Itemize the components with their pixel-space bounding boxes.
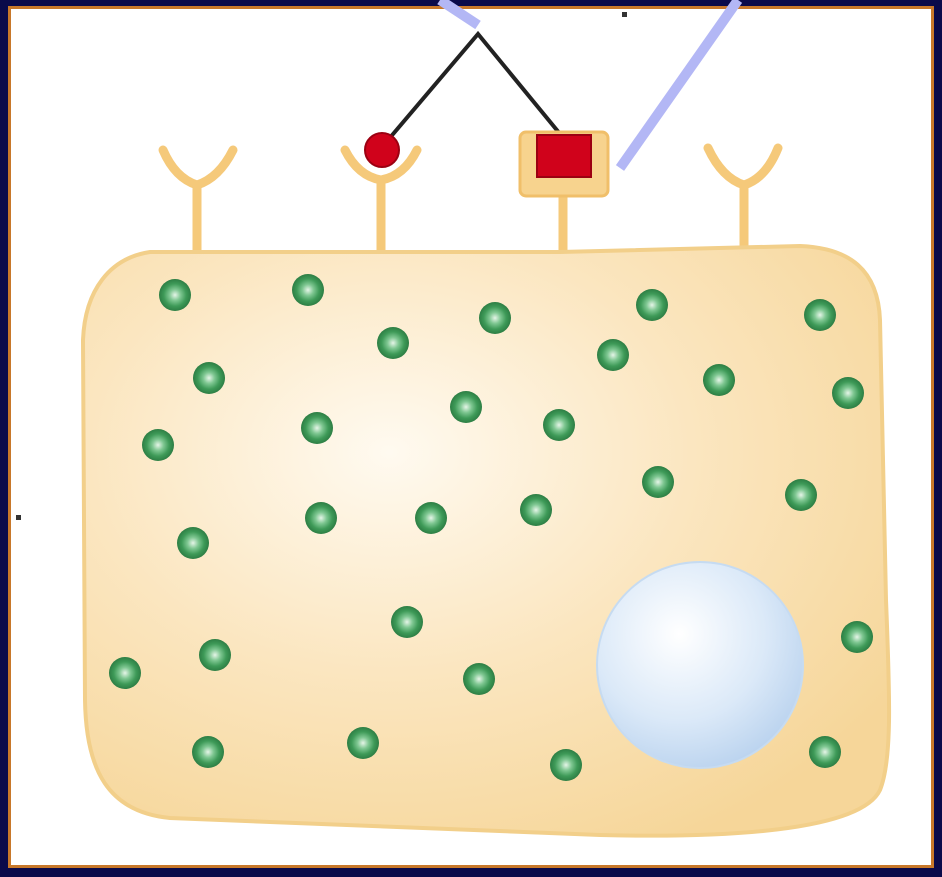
granule [159, 279, 191, 311]
pointer-line-right [620, 0, 738, 168]
granule [543, 409, 575, 441]
granule [479, 302, 511, 334]
ligand-circle [365, 133, 399, 167]
granule [642, 466, 674, 498]
granule [305, 502, 337, 534]
granule [347, 727, 379, 759]
granule [292, 274, 324, 306]
granule [301, 412, 333, 444]
granule [109, 657, 141, 689]
receptor-empty-1 [163, 150, 233, 250]
granule [142, 429, 174, 461]
granule [192, 736, 224, 768]
granule [804, 299, 836, 331]
granule [703, 364, 735, 396]
granule [636, 289, 668, 321]
ligand-square [537, 135, 591, 177]
receptor-bound-square [520, 132, 608, 252]
ligand-connector-lines [388, 34, 565, 140]
stray-dot-top [622, 12, 627, 17]
granule [177, 527, 209, 559]
granule [199, 639, 231, 671]
granule [841, 621, 873, 653]
granule [809, 736, 841, 768]
stray-dot-left [16, 515, 21, 520]
granule [520, 494, 552, 526]
granule [832, 377, 864, 409]
granule [415, 502, 447, 534]
pointer-line-left [440, 0, 478, 25]
granule [450, 391, 482, 423]
granule [391, 606, 423, 638]
granule [785, 479, 817, 511]
receptor-empty-2 [708, 148, 778, 248]
receptor-bound-circle [345, 133, 417, 250]
granule [193, 362, 225, 394]
granule [463, 663, 495, 695]
granule [377, 327, 409, 359]
nucleus [597, 562, 803, 768]
granule [550, 749, 582, 781]
granule [597, 339, 629, 371]
